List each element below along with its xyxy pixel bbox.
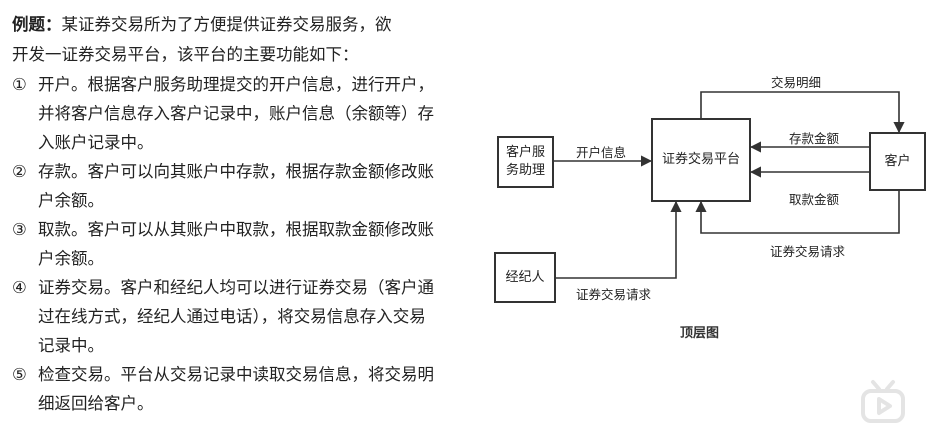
platform-node: 证券交易平台 — [651, 118, 751, 202]
customer-node-label: 客户 — [884, 153, 911, 169]
item-number: ③ — [12, 220, 27, 239]
item-text: 存款。客户可以向其账户中存款，根据存款金额修改账户余额。 — [38, 162, 434, 210]
item-text: 检查交易。平台从交易记录中读取交易信息，将交易明细返回给客户。 — [38, 365, 434, 413]
intro-text: 某证券交易所为了方便提供证券交易服务，欲 — [61, 15, 392, 34]
broker-trade-request-arrow — [556, 200, 682, 279]
broker-node-label: 经纪人 — [505, 269, 545, 285]
function-item: ① 开户。根据客户服务助理提交的开户信息，进行开户，并将客户信息存入客户记录中，… — [12, 70, 442, 157]
customer-trade-request-arrow — [695, 191, 900, 234]
diagram-caption: 顶层图 — [680, 326, 720, 341]
broker-node: 经纪人 — [494, 252, 556, 303]
item-number: ⑤ — [12, 365, 27, 384]
function-item: ④ 证券交易。客户和经纪人均可以进行证券交易（客户通过在线方式，经纪人通过电话）… — [12, 273, 442, 360]
customer-trade-request-label: 证券交易请求 — [770, 244, 846, 259]
withdraw-label: 取款金额 — [789, 192, 840, 207]
problem-text: 例题：某证券交易所为了方便提供证券交易服务，欲 开发一证券交易平台，该平台的主要… — [12, 10, 442, 418]
example-label: 例题： — [12, 15, 62, 34]
platform-node-label: 证券交易平台 — [661, 152, 740, 167]
broker-trade-request-label: 证券交易请求 — [576, 287, 652, 302]
assistant-node-label: 客户服务助理 — [505, 145, 545, 178]
problem-intro: 例题：某证券交易所为了方便提供证券交易服务，欲 — [12, 10, 442, 40]
context-diagram: 客户服务助理 证券交易平台 客户 经纪人 开户信息 交易明细 存款金额 取款金额… — [480, 60, 930, 360]
item-text: 证券交易。客户和经纪人均可以进行证券交易（客户通过在线方式，经纪人通过电话），将… — [38, 278, 434, 355]
item-number: ① — [12, 75, 27, 94]
open-info-label: 开户信息 — [576, 145, 627, 160]
video-logo-icon — [859, 378, 909, 424]
function-list: ① 开户。根据客户服务助理提交的开户信息，进行开户，并将客户信息存入客户记录中，… — [12, 70, 442, 418]
customer-node: 客户 — [869, 132, 926, 191]
flow-arrows — [554, 91, 905, 279]
trade-detail-arrow — [700, 91, 905, 134]
item-number: ② — [12, 162, 27, 181]
function-item: ⑤ 检查交易。平台从交易记录中读取交易信息，将交易明细返回给客户。 — [12, 360, 442, 418]
assistant-node: 客户服务助理 — [497, 136, 554, 188]
function-item: ② 存款。客户可以向其账户中存款，根据存款金额修改账户余额。 — [12, 157, 442, 215]
trade-detail-label: 交易明细 — [771, 75, 822, 90]
item-text: 开户。根据客户服务助理提交的开户信息，进行开户，并将客户信息存入客户记录中，账户… — [38, 75, 434, 152]
item-text: 取款。客户可以从其账户中取款，根据取款金额修改账户余额。 — [38, 220, 434, 268]
deposit-label: 存款金额 — [789, 131, 840, 146]
function-item: ③ 取款。客户可以从其账户中取款，根据取款金额修改账户余额。 — [12, 215, 442, 273]
problem-intro-line2: 开发一证券交易平台，该平台的主要功能如下： — [12, 45, 359, 64]
item-number: ④ — [12, 278, 27, 297]
